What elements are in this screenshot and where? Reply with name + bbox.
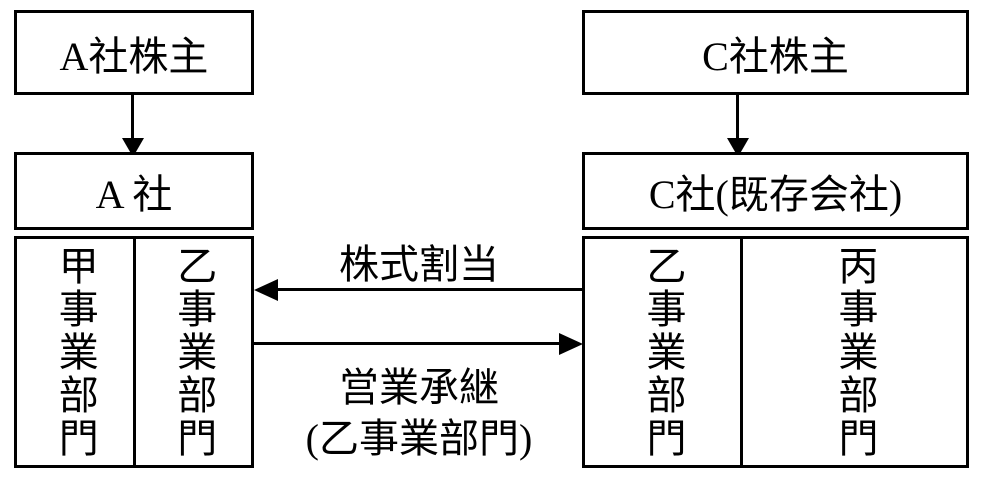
box-c-shareholders-label: C社株主 (702, 33, 849, 79)
a-company-division-kou-label: 甲事業部門 (52, 244, 98, 460)
a-company-division-kou: 甲事業部門 (17, 239, 133, 465)
stock-allotment-label: 株式割当 (339, 242, 499, 287)
business-succession-label: 営業承継 (乙事業部門) (234, 362, 604, 464)
business-succession-label-line2: (乙事業部門) (305, 416, 533, 461)
c-company-division-otsu-label: 乙事業部門 (640, 244, 686, 460)
box-c-shareholders: C社株主 (582, 10, 969, 95)
business-succession-arrow-line (254, 342, 561, 345)
box-a-company-header: A 社 (14, 152, 254, 230)
box-a-shareholders: A社株主 (14, 10, 254, 95)
box-a-company-title: A 社 (95, 172, 173, 217)
a-company-columns: 甲事業部門 乙事業部門 (17, 239, 251, 465)
a-company-division-otsu-label: 乙事業部門 (171, 244, 217, 460)
connector-c-line (736, 95, 739, 140)
c-company-division-otsu: 乙事業部門 (585, 239, 740, 465)
left-arrow-icon (254, 279, 278, 301)
c-company-division-hei: 丙事業部門 (740, 239, 966, 465)
box-a-company-divisions: 甲事業部門 乙事業部門 (14, 236, 254, 468)
business-succession-label-line1: 営業承継 (339, 365, 499, 410)
box-c-company-divisions: 乙事業部門 丙事業部門 (582, 236, 969, 468)
stock-allotment-arrow-line (272, 288, 583, 291)
box-a-shareholders-label: A社株主 (59, 33, 209, 79)
box-c-company-header: C社(既存会社) (582, 152, 969, 230)
a-company-division-otsu: 乙事業部門 (132, 239, 252, 465)
right-arrow-icon (559, 333, 583, 355)
connector-a-line (131, 95, 134, 140)
c-company-columns: 乙事業部門 丙事業部門 (585, 239, 966, 465)
c-company-division-hei-label: 丙事業部門 (832, 244, 878, 460)
box-c-company-title: C社(既存会社) (648, 172, 903, 217)
